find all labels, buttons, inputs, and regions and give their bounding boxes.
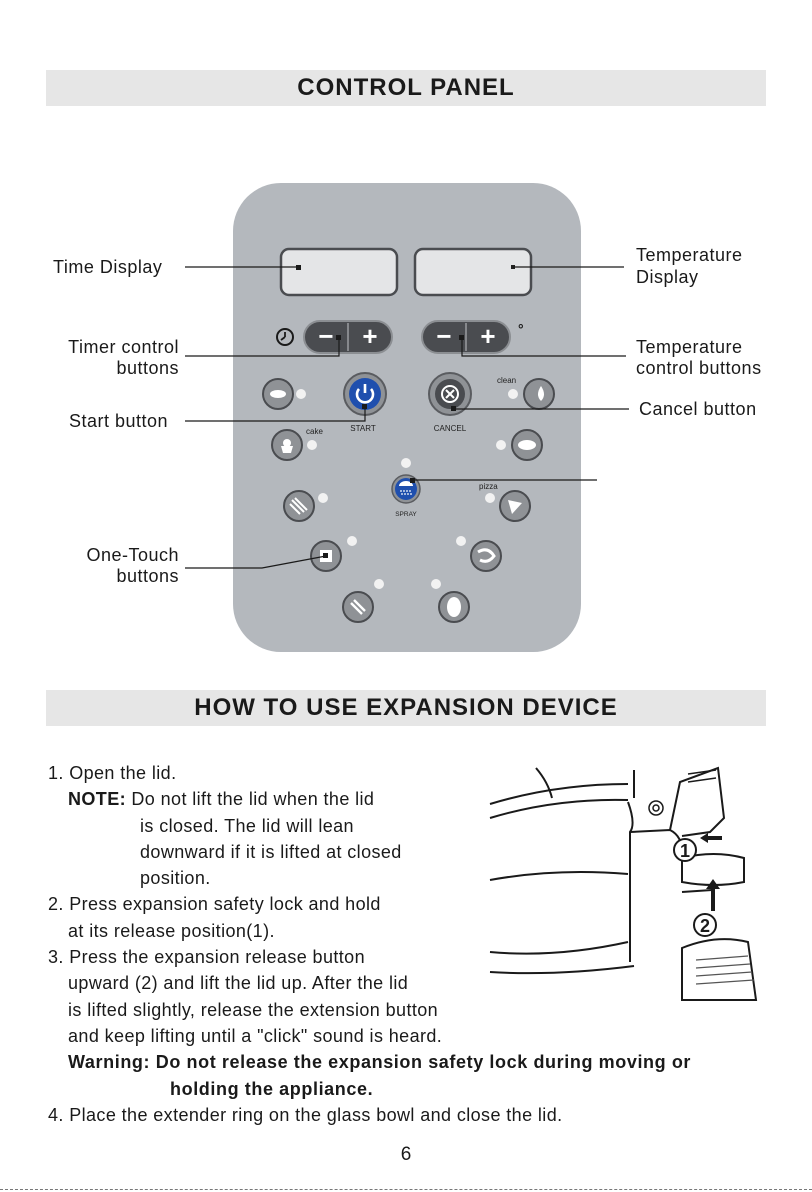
timer-plus-button[interactable]: + (362, 321, 377, 351)
note-line-2: is closed. The lid will lean (140, 815, 354, 836)
timer-control-buttons[interactable]: − + (276, 320, 393, 354)
cake-label: cake (306, 427, 323, 436)
step-3-line-2: upward (2) and lift the lid up. After th… (68, 973, 409, 994)
note-line-4: position. (140, 868, 211, 889)
start-button-label: Start button (69, 411, 169, 431)
step-4: 4. Place the extender ring on the glass … (48, 1104, 563, 1125)
temperature-display (413, 247, 533, 297)
one-touch-label-line1: One-Touch (86, 545, 179, 565)
egg-icon (447, 597, 461, 617)
step-2-line-1: 2. Press expansion safety lock and hold (48, 894, 381, 915)
indicator-light (307, 440, 317, 450)
warning-line-2: holding the appliance. (170, 1078, 374, 1099)
cake-icon (281, 446, 293, 453)
note-line-3: downward if it is lifted at closed (140, 841, 402, 862)
instructions: 1. Open the lid. NOTE: Do not lift the l… (48, 760, 788, 1128)
step-3-line-1: 3. Press the expansion release button (48, 947, 365, 968)
start-label: START (350, 424, 376, 433)
note-label: NOTE: (68, 789, 126, 810)
drop-icon (538, 386, 544, 401)
steak-icon (350, 599, 366, 615)
note-text-1: Do not lift the lid when the lid (131, 789, 375, 810)
expansion-device-heading: HOW TO USE EXPANSION DEVICE (46, 690, 766, 726)
leader-lines (185, 266, 629, 569)
temperature-control-label-line1: Temperature (636, 337, 743, 357)
indicator-light (374, 579, 384, 589)
expansion-device-diagram: 1 2 (489, 766, 758, 1001)
degree-symbol: ° (518, 321, 524, 337)
indicator-light (508, 389, 518, 399)
timer-control-label-line1: Timer control (68, 337, 179, 357)
warning-text-1: Do not release the expansion safety lock… (155, 1052, 692, 1073)
temperature-control-label-line2: control buttons (636, 358, 762, 378)
time-display-label: Time Display (53, 257, 163, 277)
clean-label: clean (497, 376, 516, 385)
indicator-light (485, 493, 495, 503)
marker-2: 2 (700, 916, 710, 936)
spray-label: SPRAY (395, 511, 417, 518)
indicator-light (318, 493, 328, 503)
spray-button[interactable]: SPRAY (391, 474, 421, 518)
cancel-label: CANCEL (434, 424, 467, 433)
timer-minus-button[interactable]: − (318, 321, 333, 351)
cancel-button[interactable]: CANCEL (428, 372, 472, 433)
pizza-label: pizza (479, 482, 498, 491)
step-3-line-3: is lifted slightly, release the extensio… (68, 999, 439, 1020)
temp-plus-button[interactable]: + (480, 321, 495, 351)
one-touch-buttons[interactable]: cake clean pizza (262, 376, 555, 623)
lock-icon (648, 800, 664, 816)
step-3-line-4: and keep lifting until a "click" sound i… (68, 1025, 443, 1046)
shrimp-icon (477, 548, 496, 563)
warning-line-1: Warning: Do not release the expansion sa… (48, 1049, 788, 1075)
panel-body (233, 183, 581, 652)
indicator-light (456, 536, 466, 546)
one-touch-label-line2: buttons (116, 566, 179, 586)
warning-label: Warning: (68, 1052, 151, 1073)
page-number: 6 (400, 1144, 412, 1165)
shower-icon (399, 481, 413, 486)
pizza-icon (508, 500, 522, 514)
control-panel-heading: CONTROL PANEL (46, 70, 766, 106)
step-2-line-2: at its release position(1). (68, 920, 275, 941)
timer-control-label-line2: buttons (116, 358, 179, 378)
cookie-icon (518, 440, 536, 450)
cancel-button-label: Cancel button (639, 399, 757, 419)
note-line-1: NOTE: Do not lift the lid when the lid (48, 786, 788, 812)
fries-icon (289, 497, 308, 515)
indicator-light (401, 458, 411, 468)
temperature-display-label-line2: Display (636, 267, 699, 287)
indicator-light (431, 579, 441, 589)
arrow-left-icon (700, 833, 722, 843)
start-button[interactable]: START (343, 372, 387, 433)
indicator-light (296, 389, 306, 399)
time-display (279, 247, 399, 297)
control-panel-illustration: − + − + ° START CANCEL SPRAY (185, 183, 629, 652)
bottom-divider (0, 1189, 812, 1190)
marker-1: 1 (680, 841, 690, 861)
arrow-up-icon (706, 879, 720, 911)
temp-minus-button[interactable]: − (436, 321, 451, 351)
step-1: 1. Open the lid. (48, 763, 177, 783)
temperature-control-buttons[interactable]: − + ° (421, 320, 524, 354)
shrimp-preset-button[interactable] (470, 540, 502, 572)
clock-icon (276, 328, 294, 346)
fish-icon (270, 390, 286, 398)
indicator-light (496, 440, 506, 450)
temperature-display-label-line1: Temperature (636, 245, 743, 265)
steak-preset-button[interactable] (342, 591, 374, 623)
indicator-light (347, 536, 357, 546)
